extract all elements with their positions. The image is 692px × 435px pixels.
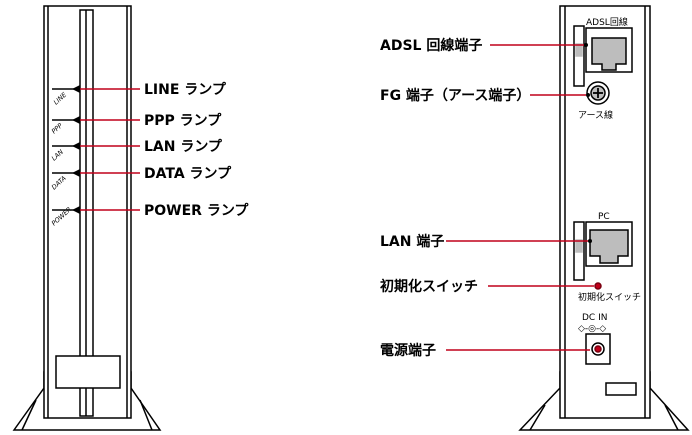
callout-dot-icon <box>588 239 592 243</box>
svg-text:ADSL 回線端子: ADSL 回線端子 <box>380 37 482 54</box>
reset-text: 初期化スイッチ <box>578 291 641 303</box>
pc-port-text: PC <box>598 212 610 222</box>
callout-data-lamp: DATA ランプ <box>72 166 232 182</box>
callout-power-jack: 電源端子 <box>380 342 590 359</box>
callout-line-lamp: LINE ランプ <box>72 82 227 98</box>
polarity-text: ◇-◎-◇ <box>578 324 606 334</box>
front-view <box>12 5 162 431</box>
rear-device-labels: ADSL回線 アース線 PC 初期化スイッチ DC IN ◇-◎-◇ <box>578 16 641 334</box>
svg-text:LAN 端子: LAN 端子 <box>380 233 444 250</box>
callout-arrow-icon <box>72 142 80 150</box>
callout-power-lamp: POWER ランプ <box>72 203 249 219</box>
callout-arrow-icon <box>72 85 80 93</box>
svg-text:PPP ランプ: PPP ランプ <box>144 113 222 129</box>
adsl-jack-icon <box>591 37 627 71</box>
callout-reset-switch: 初期化スイッチ <box>380 278 594 295</box>
svg-text:FG 端子（アース端子）: FG 端子（アース端子） <box>380 87 530 104</box>
svg-text:電源端子: 電源端子 <box>380 342 436 359</box>
callout-adsl-port: ADSL 回線端子 <box>380 37 588 54</box>
front-callouts: LINE ランプ PPP ランプ LAN ランプ DATA ランプ POWER … <box>72 82 249 219</box>
pc-jack-icon <box>589 229 629 264</box>
callout-lan-port: LAN 端子 <box>380 233 592 250</box>
svg-text:LINE ランプ: LINE ランプ <box>144 82 227 98</box>
svg-text:LAN ランプ: LAN ランプ <box>144 139 223 155</box>
callout-dot-icon <box>584 43 588 47</box>
rear-callouts: ADSL 回線端子 FG 端子（アース端子） LAN 端子 初期化スイッチ 電源… <box>380 37 594 359</box>
callout-lan-lamp: LAN ランプ <box>72 139 223 155</box>
callout-arrow-icon <box>72 116 80 124</box>
ground-text: アース線 <box>578 109 613 121</box>
adsl-port-text: ADSL回線 <box>586 16 628 28</box>
callout-arrow-icon <box>72 169 80 177</box>
front-bottom-window <box>55 355 121 389</box>
callout-ppp-lamp: PPP ランプ <box>72 113 222 129</box>
svg-text:DATA ランプ: DATA ランプ <box>144 166 232 182</box>
dc-in-text: DC IN <box>582 313 607 323</box>
rear-label-plate <box>605 382 637 396</box>
svg-text:初期化スイッチ: 初期化スイッチ <box>380 278 478 295</box>
svg-text:POWER ランプ: POWER ランプ <box>144 203 249 219</box>
callout-fg-terminal: FG 端子（アース端子） <box>380 87 590 104</box>
callout-arrow-icon <box>72 206 80 214</box>
reset-pinhole-icon <box>594 282 602 290</box>
callout-dot-icon <box>586 93 590 97</box>
